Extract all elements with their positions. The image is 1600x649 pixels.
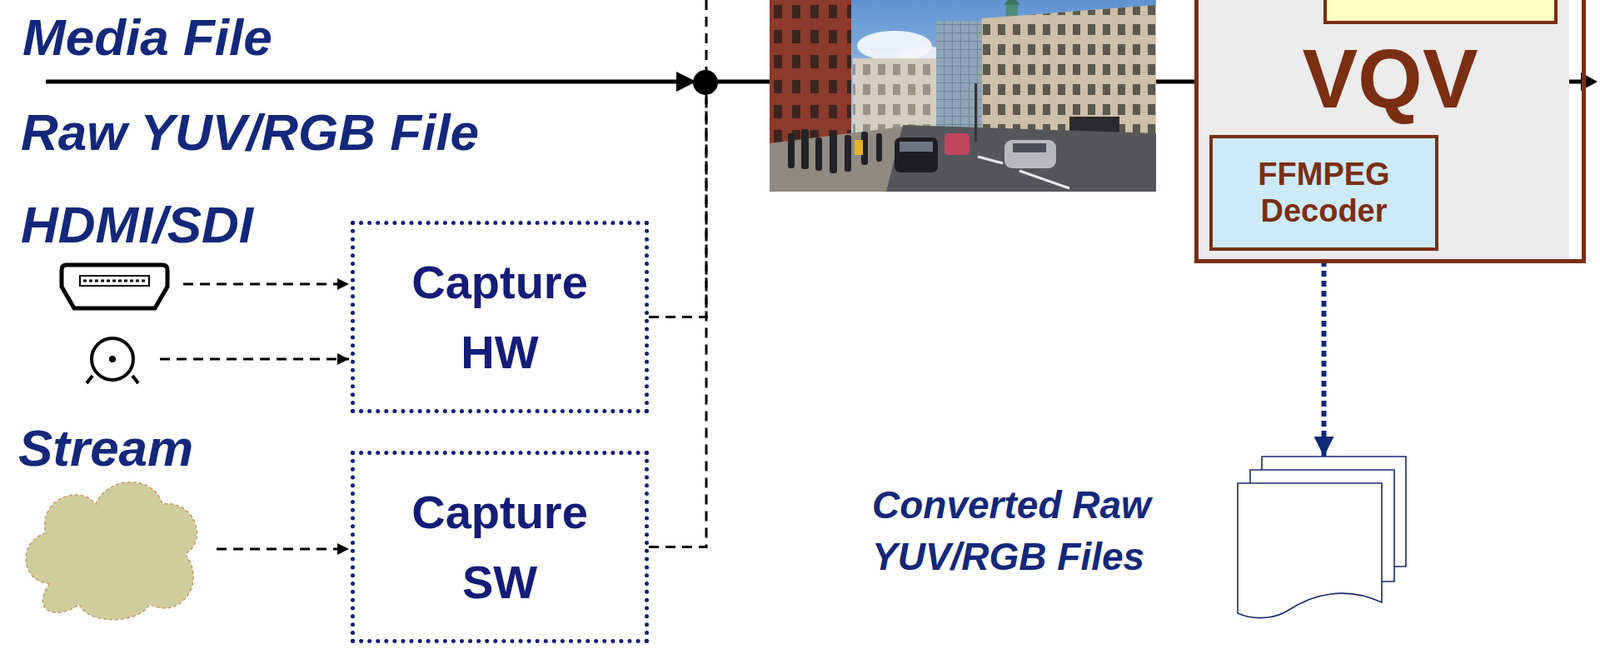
street-photo	[769, 0, 1157, 192]
input-label-holder: Stream	[18, 422, 194, 474]
sdi-icon-tab	[86, 375, 93, 384]
photo-road-mark	[977, 156, 1003, 164]
hdmi-icon	[61, 264, 168, 309]
document-page	[1237, 483, 1382, 619]
capture-box: Capture SW	[350, 450, 649, 643]
hdmi-icon-pins	[83, 279, 146, 283]
doc-box: Converted Raw YUV/RGB Files	[1237, 456, 1406, 621]
vqv-box: VQV FFMPEG Decoder	[1194, 0, 1586, 264]
flow-connector	[648, 81, 1195, 548]
capture-box: Capture HW	[350, 220, 649, 414]
photo-lamp-post	[974, 83, 977, 142]
photo-stone-building	[981, 4, 1157, 149]
stream-input-arrow	[216, 548, 349, 551]
input-label: Raw YUV/RGB File	[20, 106, 479, 159]
input-label: HDMI/SDI	[20, 199, 254, 251]
doc-text: Converted Raw YUV/RGB Files	[872, 478, 1189, 583]
sdi-icon	[91, 338, 134, 380]
junction-dot	[692, 69, 718, 95]
sdi-input-arrow	[159, 358, 349, 361]
sdi-icon-tab	[132, 375, 139, 384]
input-label-holder: Raw YUV/RGB File	[20, 106, 479, 159]
stream-cloud	[25, 482, 197, 620]
photo-people	[787, 129, 883, 174]
photo-car-window	[1012, 143, 1047, 153]
vqv-text: VQV	[1198, 36, 1582, 120]
photo-sky	[769, 0, 1157, 192]
document-caption: Converted Raw YUV/RGB Files	[872, 478, 1189, 583]
sdi-icon-pin	[109, 355, 116, 363]
hdmi-input-arrow	[183, 283, 349, 286]
photo-road	[886, 124, 1157, 192]
vqv-top-bar	[1325, 0, 1556, 23]
input-label-holder: Media File	[22, 11, 273, 64]
photo-red-car	[944, 133, 970, 155]
photo-black-cab	[894, 137, 938, 173]
capture-text: Capture HW	[411, 247, 589, 388]
flow-connector	[1321, 250, 1327, 457]
photo-silver-car	[1004, 139, 1057, 169]
photo-road-mark	[1019, 170, 1070, 189]
input-label-holder: HDMI/SDI	[20, 199, 254, 251]
main-flow-line	[45, 79, 682, 85]
document-stack-icon	[1237, 456, 1406, 621]
photo-spire-top	[1003, 0, 1021, 5]
hdmi-icon-pins	[79, 275, 150, 286]
photo-cab-window	[899, 141, 933, 152]
capture-text: Capture SW	[411, 477, 589, 618]
photo-windows	[981, 4, 1157, 149]
photo-person-jacket	[854, 139, 863, 155]
ffmpeg-box: FFMPEG Decoder	[1209, 134, 1439, 251]
input-label: Stream	[18, 422, 194, 474]
upper-dashed-line	[705, 0, 708, 70]
ffmpeg-text: FFMPEG Decoder	[1257, 156, 1390, 230]
input-label: Media File	[22, 11, 273, 64]
